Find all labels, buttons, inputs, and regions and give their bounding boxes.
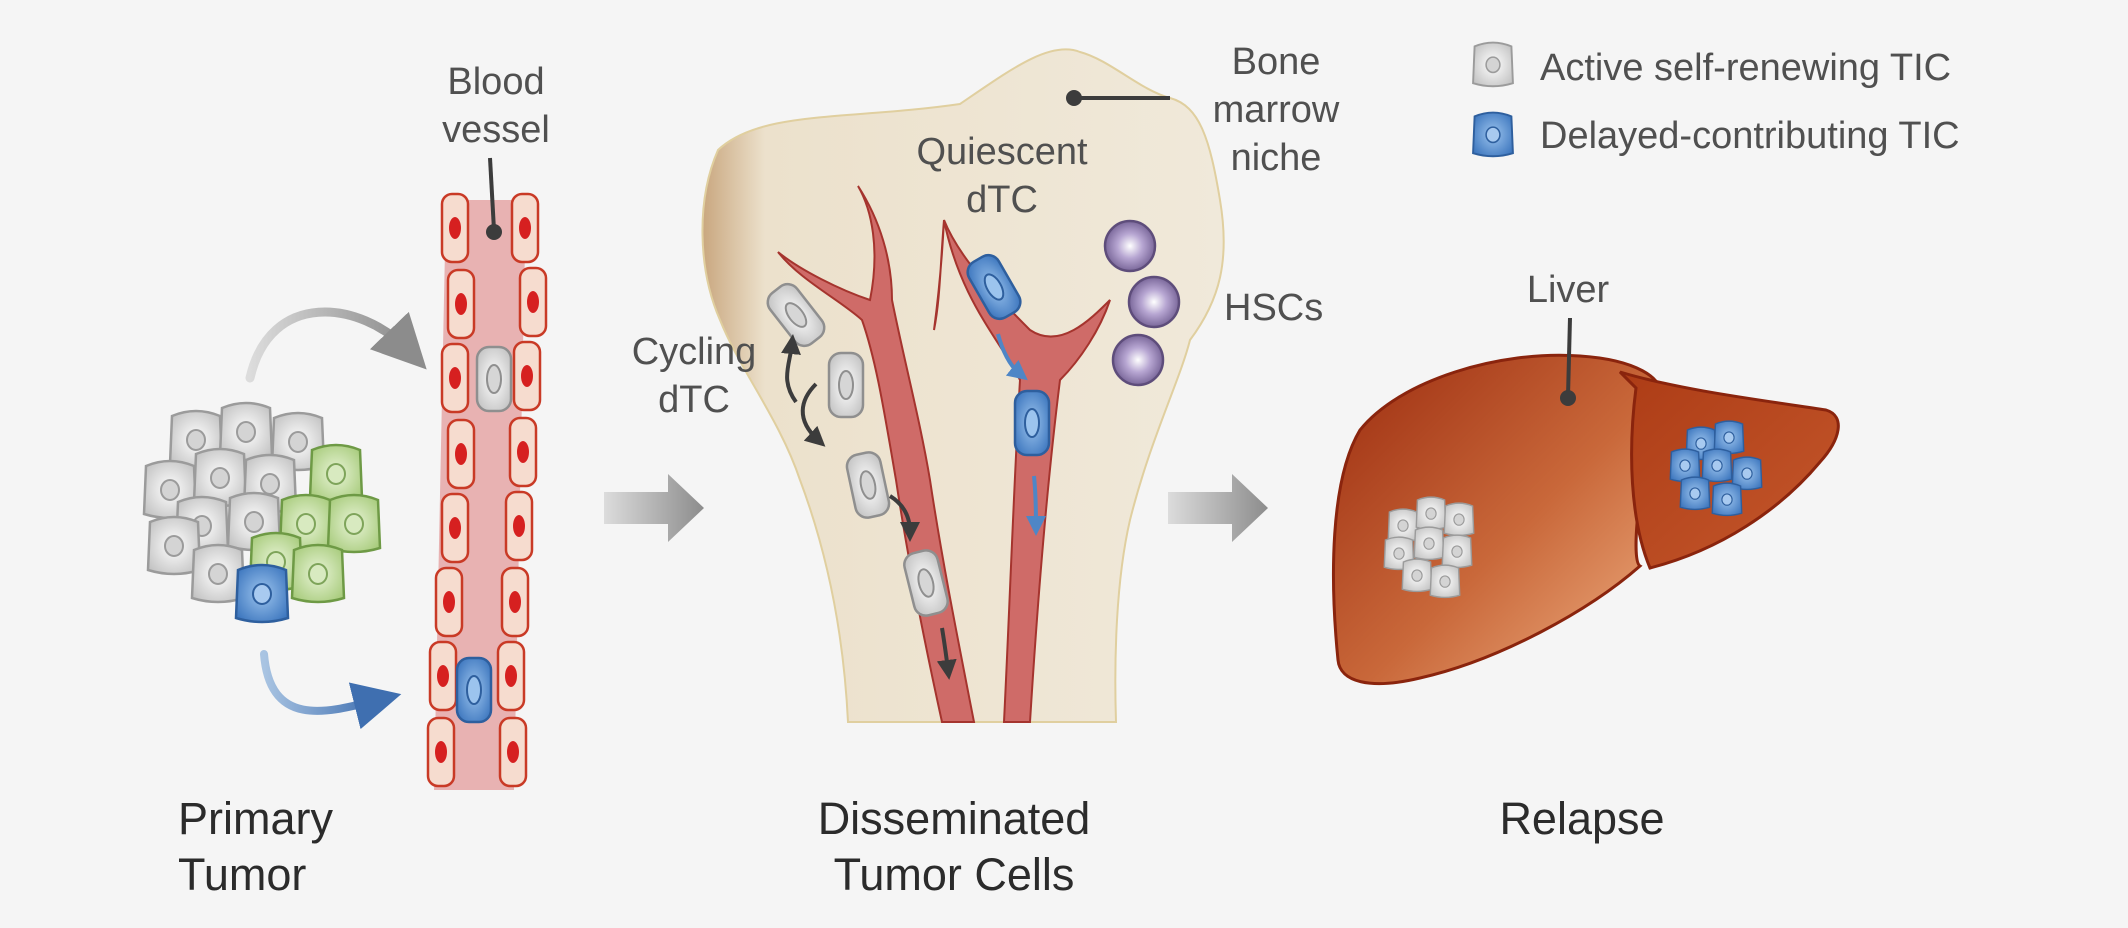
legend-item-active: Active self-renewing TIC: [1472, 41, 1951, 89]
primary-tumor-title-line1: Primary: [178, 793, 333, 844]
legend: Active self-renewing TIC Delayed-contrib…: [1472, 41, 1960, 158]
quiescent-dtc-label-line1: Quiescent: [916, 131, 1088, 173]
liver: [1332, 317, 1840, 685]
legend-label-active: Active self-renewing TIC: [1540, 47, 1951, 89]
disseminated-title-line1: Disseminated: [818, 793, 1091, 844]
quiescent-dtc-cell-2: [1013, 389, 1051, 457]
primary-tumor-cluster: [142, 401, 382, 624]
cycling-dtc-label-line2: dTC: [658, 379, 730, 421]
primary-tumor-title-line2: Tumor: [178, 849, 306, 900]
disseminated-title-line2: Tumor Cells: [834, 849, 1075, 900]
hsc-cell-3: [1111, 333, 1165, 387]
gray-cell-icon: [1472, 41, 1514, 88]
legend-label-delayed: Delayed-contributing TIC: [1540, 115, 1960, 157]
blood-vessel-label-line2: vessel: [442, 109, 550, 151]
hscs-label: HSCs: [1224, 287, 1323, 329]
liver-label: Liver: [1527, 269, 1610, 311]
quiescent-dtc-label-line2: dTC: [966, 179, 1038, 221]
legend-item-delayed: Delayed-contributing TIC: [1472, 111, 1960, 158]
bone-marrow-label-line2: marrow: [1213, 89, 1340, 131]
circulating-blue-cell: [455, 656, 493, 724]
gray-dissemination-arrow: [245, 307, 427, 383]
blood-vessel: [426, 157, 548, 790]
process-arrow-2: [1168, 474, 1268, 542]
blood-vessel-label-line1: Blood: [447, 61, 544, 103]
bone-marrow-label-line3: niche: [1231, 137, 1322, 179]
bone-marrow: [701, 48, 1225, 723]
bone-marrow-label-line1: Bone: [1232, 41, 1321, 83]
cycling-dtc-label-line1: Cycling: [632, 331, 757, 373]
circulating-gray-cell: [475, 345, 513, 413]
hsc-cell-2: [1127, 275, 1181, 329]
relapse-title: Relapse: [1499, 793, 1664, 844]
primary-tumor-blue-cell: [234, 563, 290, 624]
process-arrow-1: [604, 474, 704, 542]
blue-dissemination-arrow: [260, 650, 402, 730]
cycling-dtc-cell-2: [827, 351, 865, 419]
hsc-cell-1: [1103, 219, 1157, 273]
blue-cell-icon: [1472, 111, 1514, 158]
